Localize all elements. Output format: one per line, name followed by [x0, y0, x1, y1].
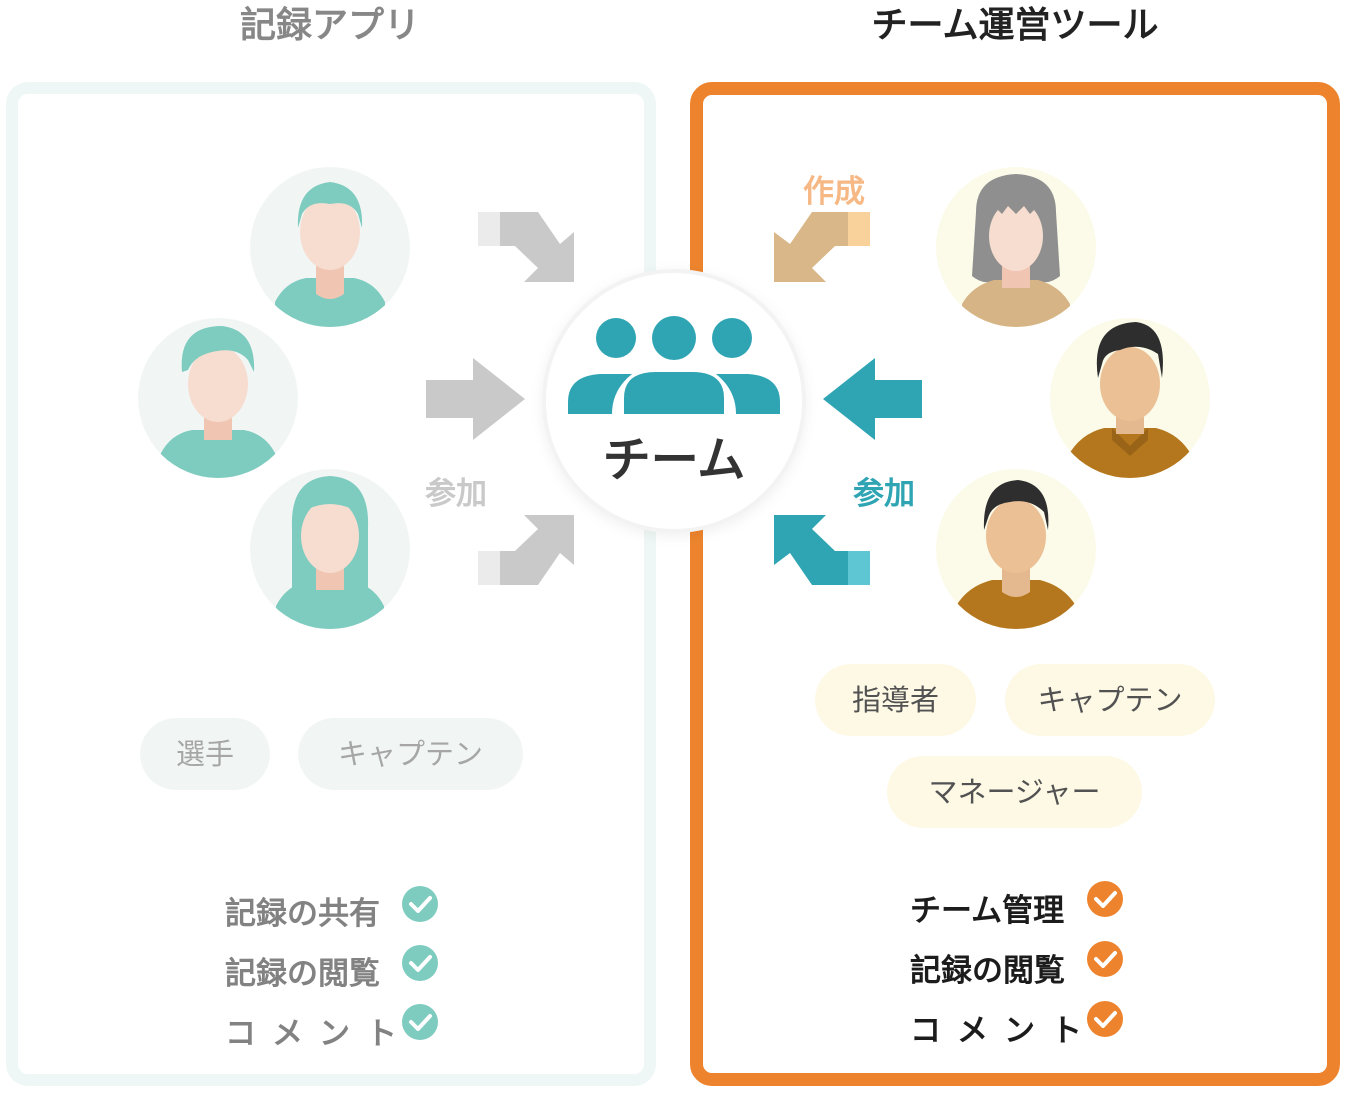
- feature-label: コメント: [225, 1015, 413, 1052]
- team-label: チーム: [603, 432, 746, 488]
- team-group-icon: [568, 316, 780, 414]
- left-bottom-arrow: [478, 515, 574, 585]
- feature-label: 記録の閲覧: [910, 952, 1065, 989]
- right-column-title: チーム運営ツール: [871, 5, 1159, 46]
- feature-item: 記録の閲覧: [225, 940, 413, 1000]
- feature-label: チーム管理: [910, 892, 1065, 929]
- role-pill-player: 選手: [140, 718, 270, 790]
- create-arrow: [774, 212, 870, 282]
- feature-label: コメント: [910, 1012, 1098, 1049]
- left-join-label: 参加: [425, 476, 487, 512]
- left-member-avatar-2: [138, 318, 298, 478]
- role-pill-captain: キャプテン: [1005, 664, 1215, 736]
- left-member-avatar-1: [250, 167, 410, 327]
- feature-item: チーム管理: [910, 877, 1098, 937]
- left-feature-list: 記録の共有 記録の閲覧 コメント: [225, 880, 413, 1060]
- right-middle-arrow: [823, 358, 922, 440]
- create-label: 作成: [803, 174, 865, 210]
- feature-item: 記録の共有: [225, 880, 413, 940]
- left-column-title: 記録アプリ: [239, 5, 420, 46]
- right-captain-avatar: [1050, 318, 1210, 478]
- right-coach-avatar: [936, 167, 1096, 327]
- role-pill-coach: 指導者: [815, 664, 976, 736]
- left-member-avatar-3: [250, 469, 410, 629]
- role-pill-captain: キャプテン: [298, 718, 523, 790]
- feature-item: コメント: [225, 1000, 413, 1060]
- team-node: チーム: [542, 269, 806, 533]
- role-pill-manager: マネージャー: [887, 756, 1142, 828]
- right-feature-list: チーム管理 記録の閲覧 コメント: [910, 877, 1098, 1057]
- feature-label: 記録の共有: [225, 895, 380, 932]
- right-manager-avatar: [936, 469, 1096, 629]
- feature-item: 記録の閲覧: [910, 937, 1098, 997]
- right-bottom-arrow: [774, 515, 870, 585]
- feature-item: コメント: [910, 997, 1098, 1057]
- right-feature-check-icon: [1087, 881, 1123, 1037]
- right-join-label: 参加: [853, 476, 915, 512]
- feature-label: 記録の閲覧: [225, 955, 380, 992]
- left-middle-arrow: [426, 358, 525, 440]
- left-feature-check-icon: [402, 886, 438, 1040]
- left-top-arrow: [478, 212, 574, 282]
